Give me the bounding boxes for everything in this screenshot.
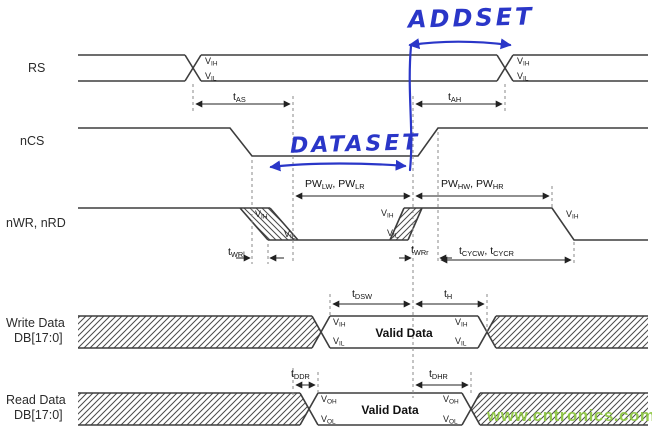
nwr-vih-label-end: VIH	[566, 209, 579, 221]
tas-label: tAS	[233, 91, 246, 104]
write-vih-label-right: VIH	[455, 317, 468, 329]
write-data-bus-label: DB[17:0]	[14, 331, 63, 345]
write-vil-label-left: VIL	[333, 336, 345, 348]
reference-lines	[192, 84, 575, 398]
dataset-arrow	[269, 159, 407, 172]
watermark: www.cntronics.com	[487, 406, 652, 425]
read-data-signal-label: Read Data	[6, 393, 66, 407]
nwr-nrd-signal-label: nWR, nRD	[6, 216, 66, 230]
twrr-label: tWRr	[411, 244, 429, 257]
tdhr-label: tDHR	[429, 368, 448, 381]
pw-low-label: PWLW, PWLR	[305, 178, 365, 191]
hatch-regions	[78, 208, 648, 425]
write-vih-label-left: VIH	[333, 317, 346, 329]
annotation-strokes	[269, 38, 512, 172]
nwr-vil-label-rise: VIL	[387, 228, 399, 240]
dataset-annotation: DATASET	[289, 130, 421, 159]
tddr-label: tDDR	[291, 368, 310, 381]
nwr-nrd-waveform	[78, 207, 648, 241]
read-voh-label-left: VOH	[321, 394, 337, 406]
nwr-vih-label-rise: VIH	[381, 208, 394, 220]
tcyc-label: tCYCW, tCYCR	[459, 245, 514, 258]
write-valid-data-label: Valid Data	[375, 326, 433, 340]
write-vil-label-right: VIL	[455, 336, 467, 348]
addset-vertical-line	[408, 44, 413, 172]
read-valid-data-label: Valid Data	[361, 403, 419, 417]
rs-vil-label-right: VIL	[517, 71, 529, 83]
measurement-arrows	[195, 100, 572, 389]
rs-signal-label: RS	[28, 61, 46, 75]
write-data-signal-label: Write Data	[6, 316, 65, 330]
ncs-waveform	[78, 127, 648, 157]
pw-high-label: PWHW, PWHR	[441, 178, 504, 191]
rs-vih-label-right: VIH	[517, 56, 530, 68]
tdsw-label: tDSW	[352, 288, 373, 301]
read-vol-label-left: VOL	[321, 414, 336, 426]
read-data-bus-label: DB[17:0]	[14, 408, 63, 422]
read-vol-label-right: VOL	[443, 414, 458, 426]
nwr-vih-label-fall: VIH	[255, 209, 268, 221]
read-data-waveform	[78, 392, 648, 426]
tah-label: tAH	[448, 91, 462, 104]
rs-vil-label: VIL	[205, 71, 217, 83]
rs-waveform	[78, 54, 648, 82]
th-label: tH	[444, 288, 453, 301]
ncs-signal-label: nCS	[20, 134, 45, 148]
rs-vih-label: VIH	[205, 56, 218, 68]
addset-arrow	[408, 38, 512, 50]
addset-annotation: ADDSET	[407, 2, 535, 34]
read-voh-label-right: VOH	[443, 394, 459, 406]
nwr-vil-label-fall: VIL	[284, 229, 296, 241]
twrl-label: tWRl	[228, 246, 245, 259]
